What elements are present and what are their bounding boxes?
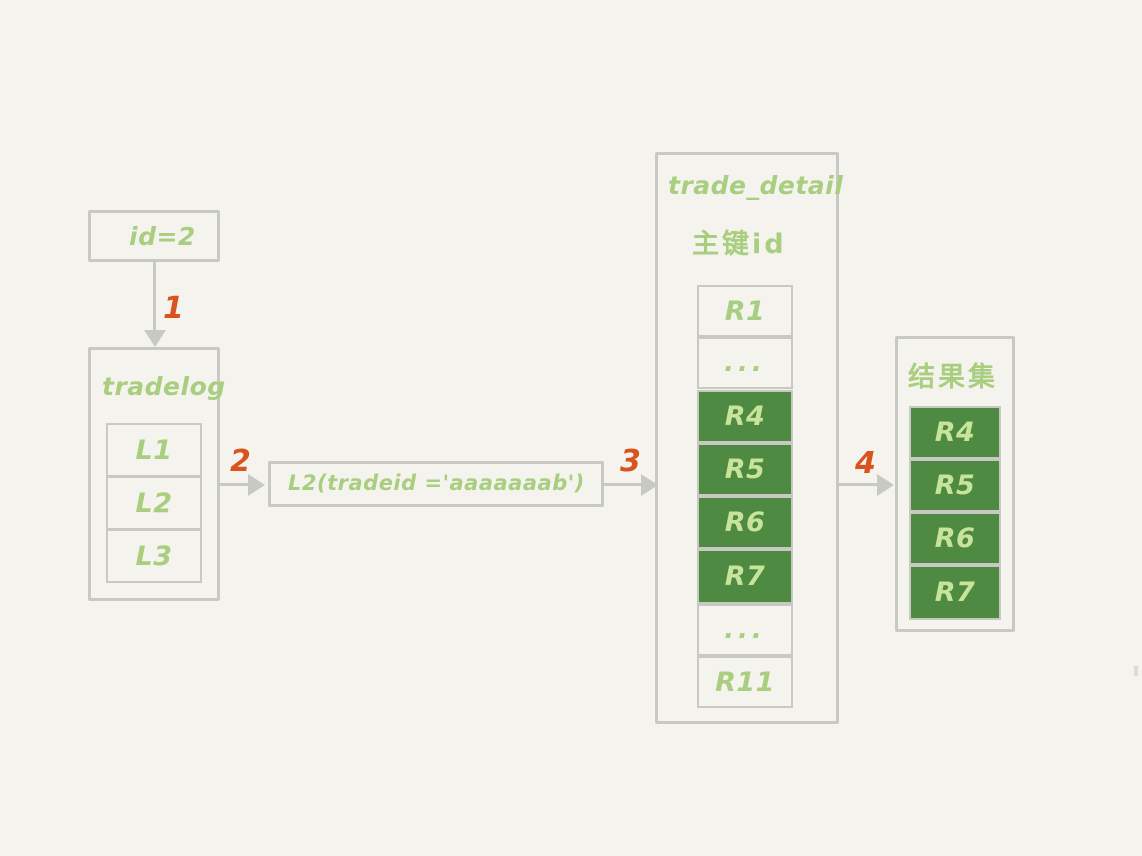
tradelog-row-label: L1: [135, 434, 173, 466]
result-set-row[interactable]: R5: [909, 459, 1001, 512]
arrow-3-line: [604, 483, 648, 486]
trade-detail-row[interactable]: R1: [697, 285, 793, 337]
result-set-row[interactable]: R6: [909, 512, 1001, 565]
trade-detail-row[interactable]: ...: [697, 604, 793, 656]
id-box: [88, 210, 220, 262]
step-number-2: 2: [230, 444, 251, 479]
condition-box: [268, 461, 604, 507]
trade-detail-row-label: R11: [715, 666, 775, 698]
id-box-label: id=2: [129, 222, 196, 251]
trade-detail-row[interactable]: R5: [697, 443, 793, 496]
tradelog-row-label: L2: [135, 487, 173, 519]
arrow-2-head: [248, 474, 265, 496]
arrow-4-line: [839, 483, 885, 486]
result-set-row[interactable]: R7: [909, 565, 1001, 620]
trade-detail-row[interactable]: R11: [697, 656, 793, 708]
result-set-row-label: R7: [934, 577, 976, 608]
trade-detail-subtitle: 主键id: [692, 229, 787, 260]
trade-detail-row-label: ...: [724, 615, 766, 645]
trade-detail-row[interactable]: ...: [697, 337, 793, 389]
tradelog-row-label: L3: [135, 540, 173, 572]
step-number-3: 3: [620, 444, 641, 479]
trade-detail-row-label: ...: [724, 348, 766, 378]
arrow-4-head: [877, 474, 894, 496]
trade-detail-row[interactable]: R7: [697, 549, 793, 604]
trade-detail-row-label: R1: [724, 295, 766, 327]
step-number-4: 4: [855, 446, 876, 481]
tradelog-row[interactable]: L3: [106, 529, 202, 583]
trade-detail-row-label: R4: [724, 401, 766, 432]
tradelog-title: tradelog: [102, 372, 226, 401]
condition-box-label: L2(tradeid ='aaaaaaab'): [288, 471, 585, 495]
result-set-row-label: R6: [934, 523, 976, 554]
trade-detail-row[interactable]: R4: [697, 390, 793, 443]
background-speck: [1134, 666, 1138, 676]
step-number-1: 1: [163, 291, 184, 326]
tradelog-row[interactable]: L1: [106, 423, 202, 477]
arrow-1-line: [153, 262, 156, 334]
result-set-row-label: R5: [934, 470, 976, 501]
trade-detail-title: trade_detail: [668, 171, 844, 200]
arrow-1-head: [144, 330, 166, 347]
tradelog-row[interactable]: L2: [106, 476, 202, 530]
result-set-title: 结果集: [908, 362, 998, 393]
trade-detail-row-label: R6: [724, 507, 766, 538]
result-set-row[interactable]: R4: [909, 406, 1001, 459]
trade-detail-row[interactable]: R6: [697, 496, 793, 549]
trade-detail-row-label: R5: [724, 454, 766, 485]
result-set-row-label: R4: [934, 417, 976, 448]
arrow-2-line: [220, 483, 252, 486]
arrow-3-head: [641, 474, 658, 496]
trade-detail-row-label: R7: [724, 561, 766, 592]
